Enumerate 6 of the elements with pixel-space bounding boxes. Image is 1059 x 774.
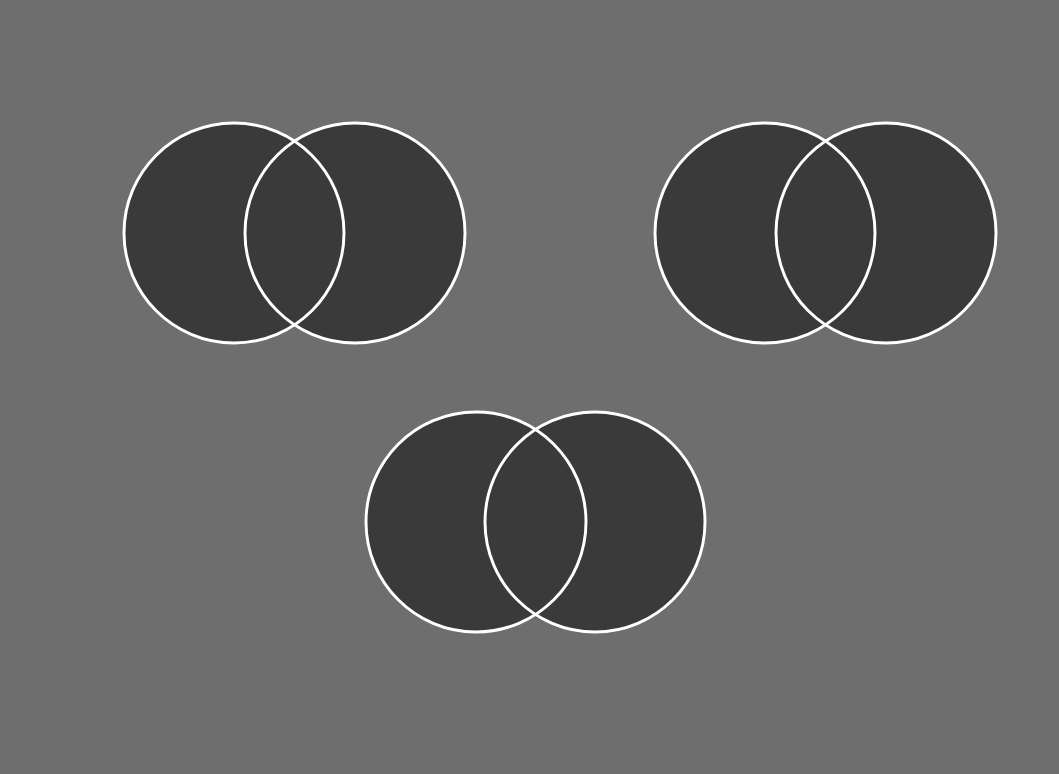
venn-circle bbox=[774, 121, 998, 345]
venn-circle bbox=[483, 410, 707, 634]
venn-circle bbox=[653, 121, 877, 345]
venn-circle bbox=[364, 410, 588, 634]
venn-circle bbox=[122, 121, 346, 345]
venn-circle bbox=[243, 121, 467, 345]
